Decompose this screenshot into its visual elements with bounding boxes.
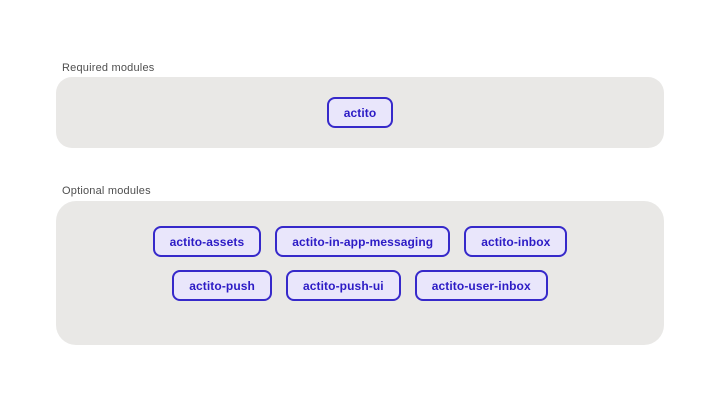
optional-modules-label: Optional modules — [62, 185, 151, 197]
module-chip-actito-in-app-messaging[interactable]: actito-in-app-messaging — [275, 226, 451, 257]
required-modules-panel: actito — [56, 77, 664, 148]
module-chip-actito-inbox[interactable]: actito-inbox — [464, 226, 568, 257]
module-chip-actito-push[interactable]: actito-push — [172, 270, 272, 301]
module-chip-actito-assets[interactable]: actito-assets — [152, 226, 262, 257]
required-modules-label: Required modules — [62, 62, 155, 74]
module-chip-actito[interactable]: actito — [326, 97, 394, 128]
required-modules-row: actito — [326, 97, 394, 128]
module-chip-actito-push-ui[interactable]: actito-push-ui — [285, 270, 401, 301]
module-chip-actito-user-inbox[interactable]: actito-user-inbox — [414, 270, 548, 301]
optional-modules-row-1: actito-assets actito-in-app-messaging acti… — [152, 226, 568, 257]
optional-modules-row-2: actito-push actito-push-ui actito-user-inb… — [172, 270, 548, 301]
